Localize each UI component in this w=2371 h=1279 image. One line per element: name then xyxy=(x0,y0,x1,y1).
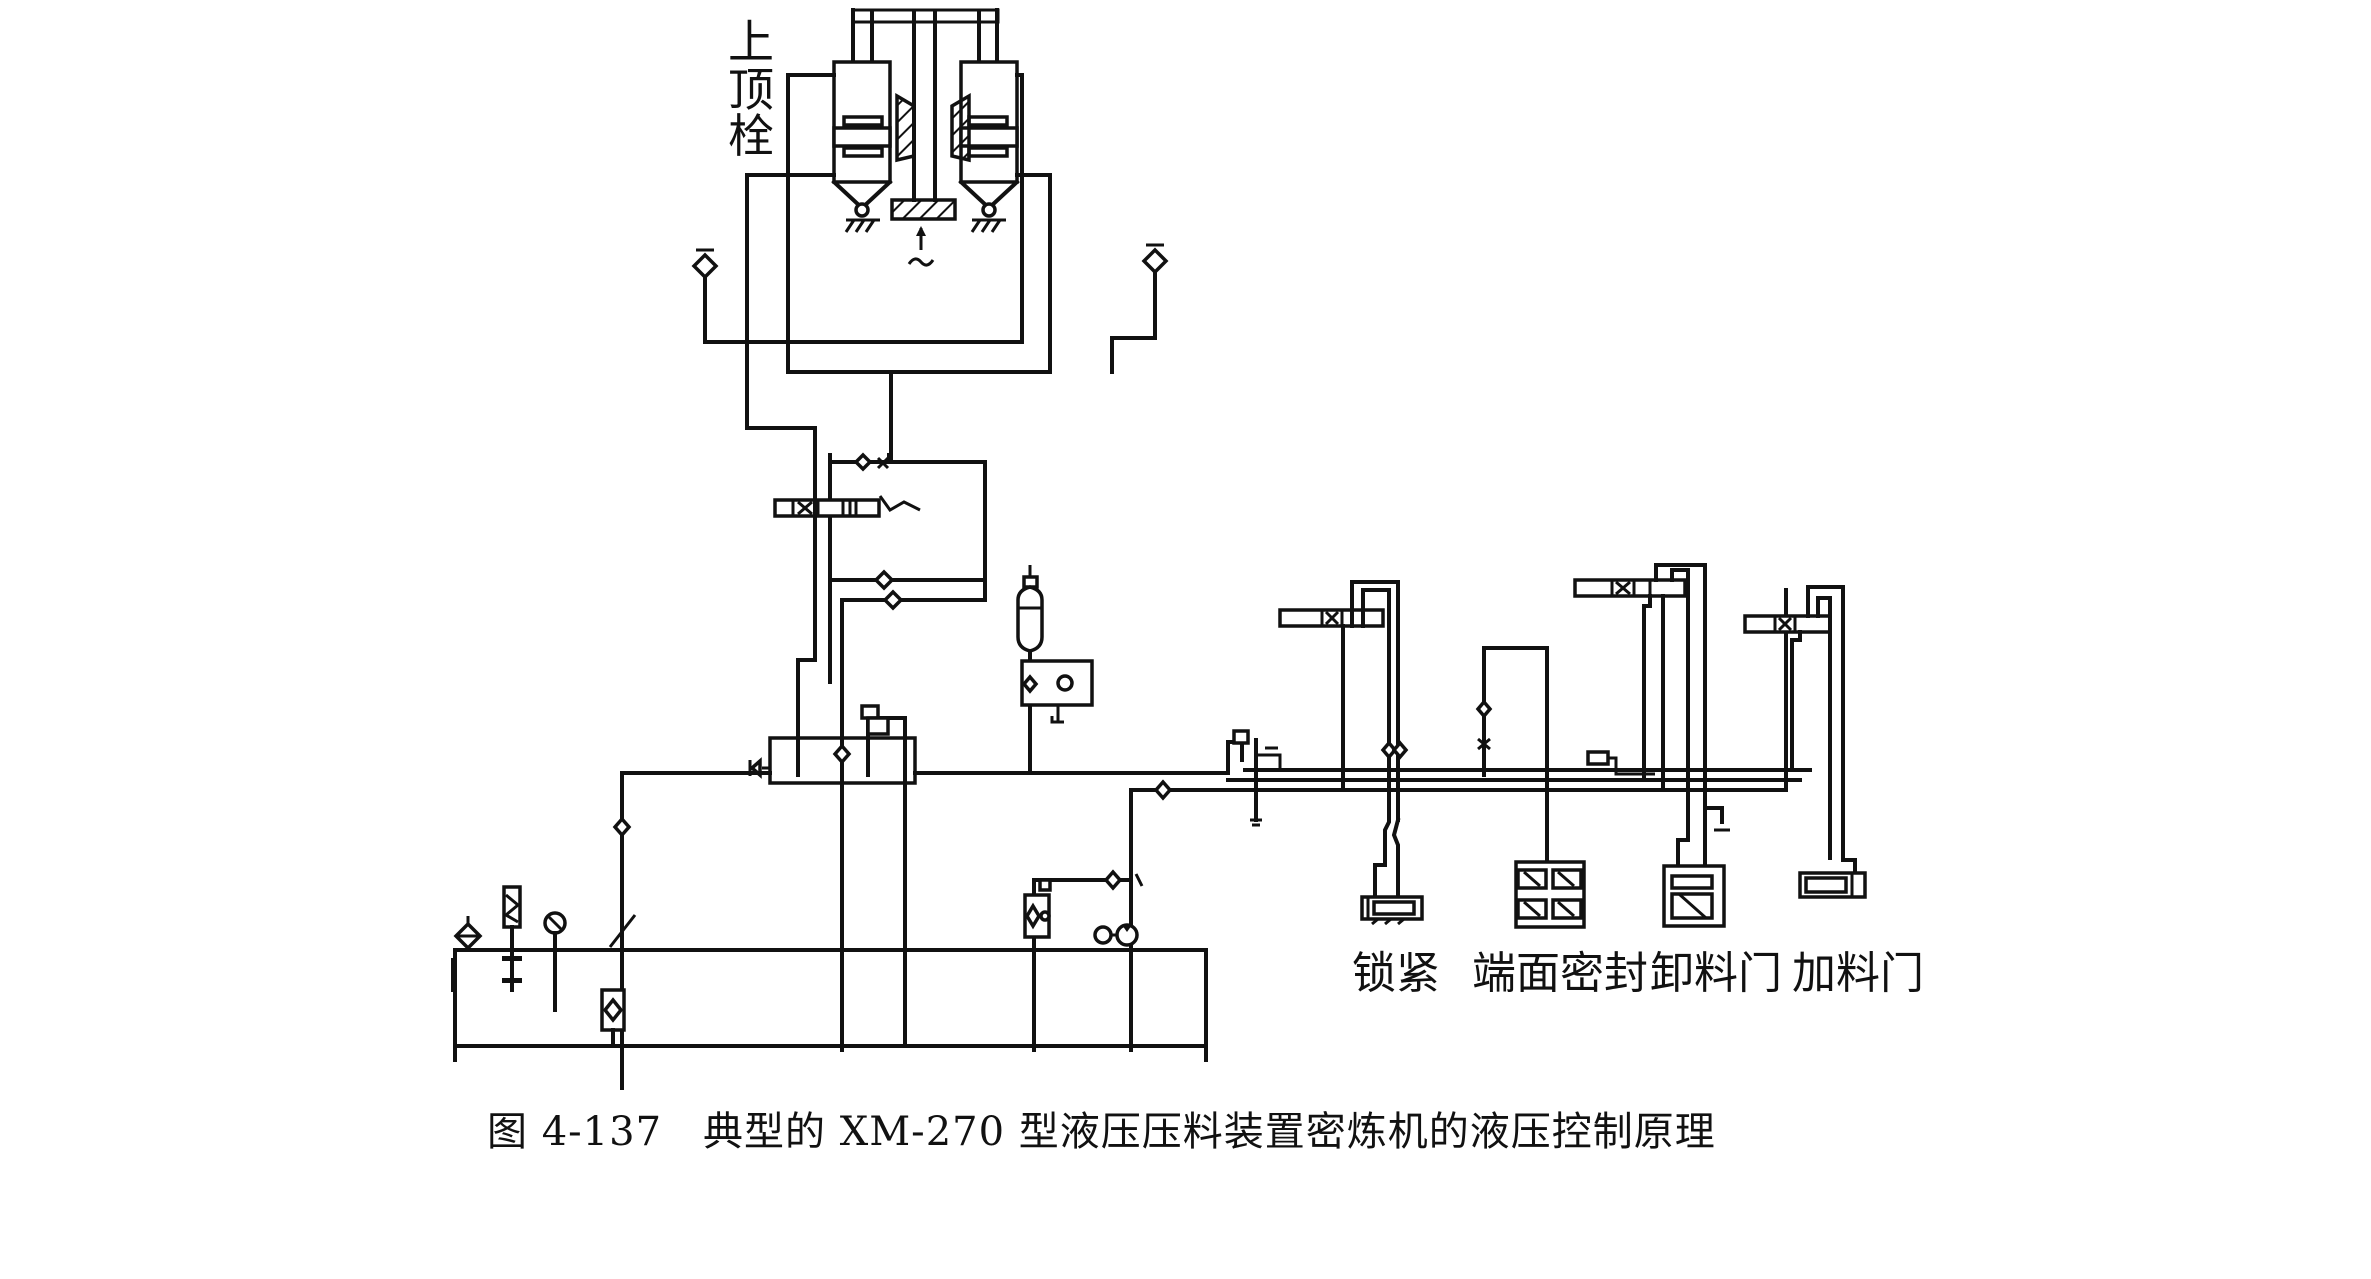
check-valve-icon xyxy=(1475,699,1493,719)
right-wedge xyxy=(950,92,971,163)
throttle-valve-icon xyxy=(1586,750,1610,766)
check-valve-icon xyxy=(832,743,852,765)
discharge-valve-body xyxy=(1573,578,1687,598)
stop-valve-icon xyxy=(1021,674,1039,694)
oil-tank xyxy=(451,885,1208,1062)
discharge-door-circuit xyxy=(1573,563,1730,928)
ram-piping xyxy=(691,73,1169,464)
actuator-label-end-face-seal: 端面密封 xyxy=(1472,948,1648,999)
actuator-label-discharge-door: 卸料门 xyxy=(1650,948,1782,999)
pump-group xyxy=(1023,869,1144,1052)
material-wave-icon xyxy=(907,257,935,267)
check-valve-icon xyxy=(853,452,873,472)
lock-circuit xyxy=(1226,580,1424,926)
feed-door-circuit xyxy=(1743,585,1867,899)
ram-label-char-3: 栓 xyxy=(728,109,774,163)
check-valve-icon xyxy=(1153,779,1173,801)
left-wedge xyxy=(895,92,916,163)
upper-ram-assembly: 上 顶 栓 xyxy=(728,8,1020,267)
actuator-label-feed-door: 加料门 xyxy=(1792,948,1924,999)
check-valve-icon xyxy=(1103,869,1123,891)
actuator-label-lock: 锁紧 xyxy=(1352,948,1440,999)
pressure-lines xyxy=(612,588,1812,1090)
motor-icon xyxy=(1093,925,1113,945)
pressure-switch-icon xyxy=(1038,878,1052,892)
ram-label-char-1: 上 xyxy=(728,15,774,69)
end-seal-circuit xyxy=(1475,646,1586,929)
check-valve-icon xyxy=(882,589,904,611)
accumulator xyxy=(1016,565,1094,724)
check-valve-icon xyxy=(1380,740,1398,760)
check-valve-icon xyxy=(873,569,895,591)
valve-block xyxy=(748,704,917,1052)
ram-label-char-2: 顶 xyxy=(728,63,774,117)
accumulator-vessel xyxy=(1016,585,1044,653)
ram-top-frame xyxy=(851,8,1000,24)
breather-right-icon xyxy=(1141,247,1169,275)
figure-caption: 图 4-137 典型的 XM-270 型液压压料装置密炼机的液压控制原理 xyxy=(487,1109,1716,1155)
relief-valve-icon xyxy=(860,704,880,720)
feed-valve-body xyxy=(1743,614,1832,634)
directional-valve-body xyxy=(773,498,881,518)
check-valve-icon xyxy=(612,816,632,838)
left-ram-cylinder xyxy=(831,60,893,233)
ram-plate xyxy=(890,198,957,221)
breather-left-icon xyxy=(691,252,719,280)
relief-valve-icon xyxy=(1056,674,1074,692)
pressure-switch-icon xyxy=(1232,729,1250,745)
